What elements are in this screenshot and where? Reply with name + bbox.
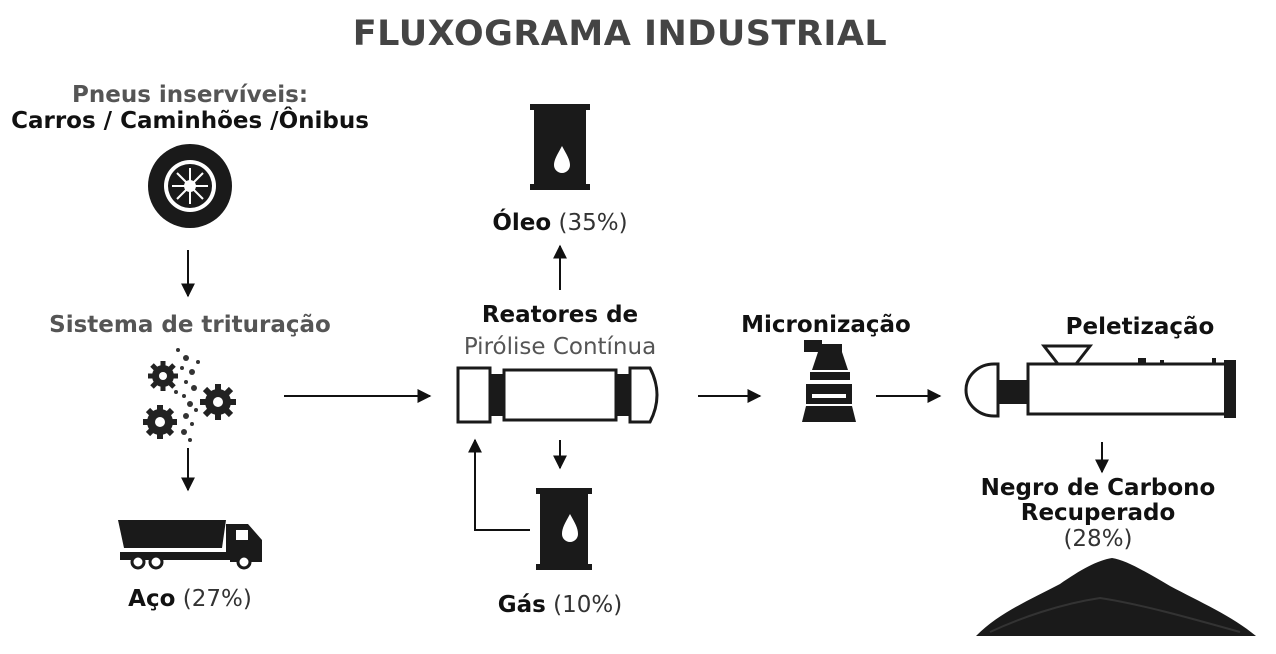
aco-label: Aço (27%) [90,586,290,612]
oleo-percent: (35%) [558,210,628,236]
micronizer-icon [802,340,856,422]
gas-name: Gás [497,592,546,618]
oleo-label: Óleo (35%) [460,210,660,236]
oleo-name: Óleo [492,210,552,236]
negro-percent: (28%) [1063,526,1133,552]
carbon-pile-icon [976,558,1256,636]
peletizacao-label: Peletização [1065,314,1215,340]
gas-label: Gás (10%) [460,592,660,618]
micronizacao-label: Micronização [741,312,911,338]
reatores-subtitle: Pirólise Contínua [463,334,657,360]
pneus-subtitle: Carros / Caminhões /Ônibus [11,108,369,134]
aco-name: Aço [128,586,176,612]
gas-barrel-icon [536,488,592,570]
negro-subtitle: Recuperado [1020,500,1176,526]
reactor-icon [456,366,659,424]
pneus-title: Pneus inservíveis: [71,82,309,108]
tire-icon [148,144,232,228]
pelletizer-icon [964,344,1236,418]
arrow-gas-to-reactor [468,438,530,531]
reatores-title: Reatores de [481,302,639,328]
trituracao-label: Sistema de trituração [49,312,331,338]
gears-icon [143,348,236,442]
gas-percent: (10%) [553,592,623,618]
aco-percent: (27%) [182,586,252,612]
negro-title: Negro de Carbono [980,475,1216,501]
page-title: FLUXOGRAMA INDUSTRIAL [352,14,888,54]
dump-truck-icon [118,520,262,570]
oil-barrel-icon [530,104,590,190]
